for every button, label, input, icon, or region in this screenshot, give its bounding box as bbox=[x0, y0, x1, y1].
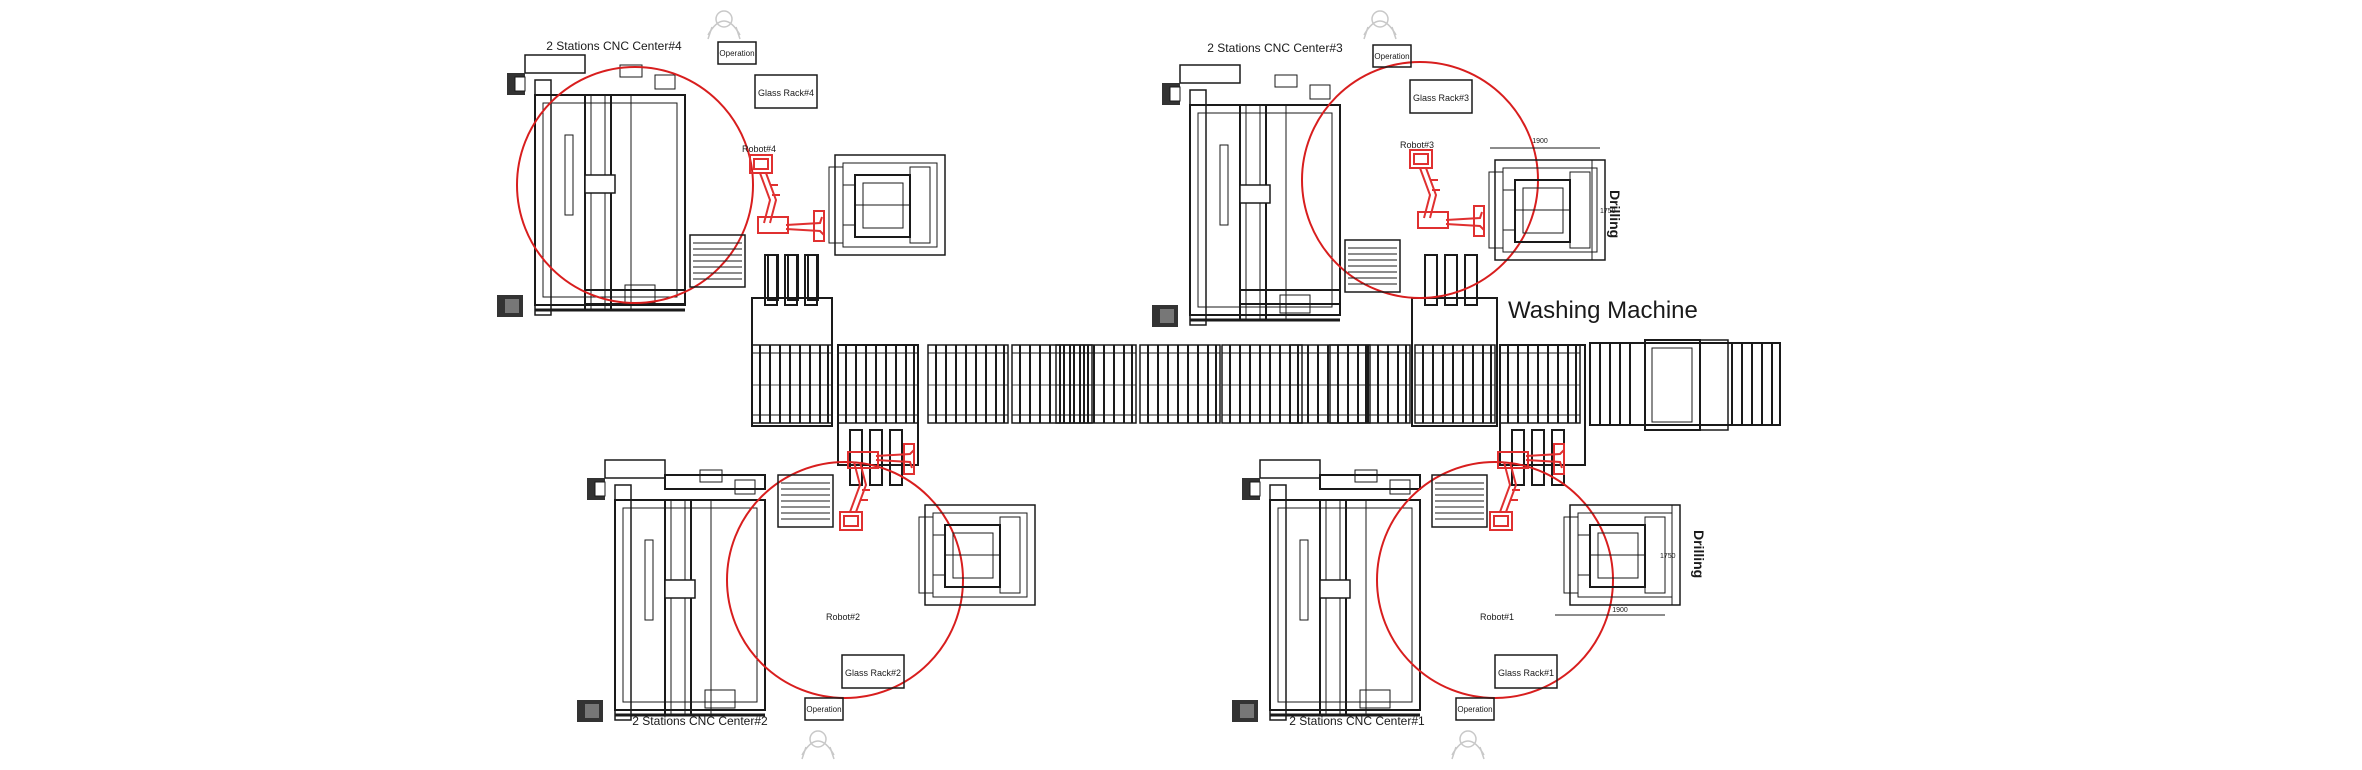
glass-rack-3-label: Glass Rack#3 bbox=[1413, 93, 1469, 103]
operator-ghost-icon bbox=[707, 10, 741, 40]
drilling-label-bottom: Drilling bbox=[1691, 530, 1707, 578]
washing-machine-label: Washing Machine bbox=[1508, 297, 1698, 324]
cnc-center-4-title: 2 Stations CNC Center#4 bbox=[546, 39, 682, 53]
drilling-label-top: Drilling bbox=[1607, 190, 1623, 238]
robot-3-icon bbox=[1409, 149, 1485, 237]
transfer-station-right bbox=[1411, 254, 1498, 427]
dimension-height-1: 1750 bbox=[1660, 553, 1676, 560]
glass-rack-2-label: Glass Rack#2 bbox=[845, 668, 901, 678]
robot-reach-circle-4 bbox=[516, 66, 754, 304]
operation-box-4 bbox=[717, 41, 757, 65]
robot-1-label: Robot#1 bbox=[1480, 612, 1514, 622]
operation-label-3: Operation bbox=[1374, 52, 1409, 61]
robot-3-label: Robot#3 bbox=[1400, 140, 1434, 150]
operation-label-2: Operation bbox=[806, 705, 841, 714]
operation-box-2 bbox=[804, 697, 844, 721]
robot-reach-circle-2 bbox=[726, 461, 964, 699]
robot-4-icon bbox=[749, 154, 825, 242]
cnc-center-1 bbox=[1230, 458, 1422, 724]
glass-rack-4-frame bbox=[689, 234, 746, 288]
drilling-machine-3 bbox=[1488, 159, 1606, 261]
glass-rack-4-label: Glass Rack#4 bbox=[758, 88, 814, 98]
drilling-machine-4 bbox=[828, 154, 946, 256]
robot-4-label: Robot#4 bbox=[742, 144, 776, 154]
glass-rack-1-frame bbox=[1431, 474, 1488, 528]
operation-box-3 bbox=[1372, 44, 1412, 68]
operator-ghost-icon bbox=[1363, 10, 1397, 40]
glass-rack-4-box bbox=[754, 74, 818, 109]
glass-rack-2-frame bbox=[777, 474, 834, 528]
glass-rack-3-frame bbox=[1344, 239, 1401, 293]
cnc-center-1-title: 2 Stations CNC Center#1 bbox=[1289, 714, 1425, 728]
robot-2-label: Robot#2 bbox=[826, 612, 860, 622]
operator-ghost-icon bbox=[1451, 730, 1485, 760]
cnc-center-4 bbox=[495, 53, 687, 319]
cnc-center-3 bbox=[1150, 63, 1342, 329]
cnc-center-3-title: 2 Stations CNC Center#3 bbox=[1207, 41, 1343, 55]
operation-box-1 bbox=[1455, 697, 1495, 721]
operation-label-1: Operation bbox=[1457, 705, 1492, 714]
conveyor-line bbox=[751, 254, 1586, 486]
drilling-machine-2 bbox=[918, 504, 1036, 606]
operation-label-4: Operation bbox=[719, 49, 754, 58]
dimension-height-3: 1750 bbox=[1600, 208, 1616, 215]
cnc-center-2-title: 2 Stations CNC Center#2 bbox=[632, 714, 768, 728]
dimension-width-1: 1900 bbox=[1612, 607, 1628, 614]
operator-ghost-icon bbox=[801, 730, 835, 760]
glass-rack-3-box bbox=[1409, 79, 1473, 114]
dimension-width-3: 1900 bbox=[1532, 138, 1548, 145]
robot-reach-circle-1 bbox=[1376, 461, 1614, 699]
glass-rack-2-box bbox=[841, 654, 905, 689]
glass-rack-1-box bbox=[1494, 654, 1558, 689]
glass-rack-1-label: Glass Rack#1 bbox=[1498, 668, 1554, 678]
washing-machine bbox=[1589, 339, 1781, 431]
transfer-station-left bbox=[751, 254, 833, 427]
cnc-center-2 bbox=[575, 458, 767, 724]
